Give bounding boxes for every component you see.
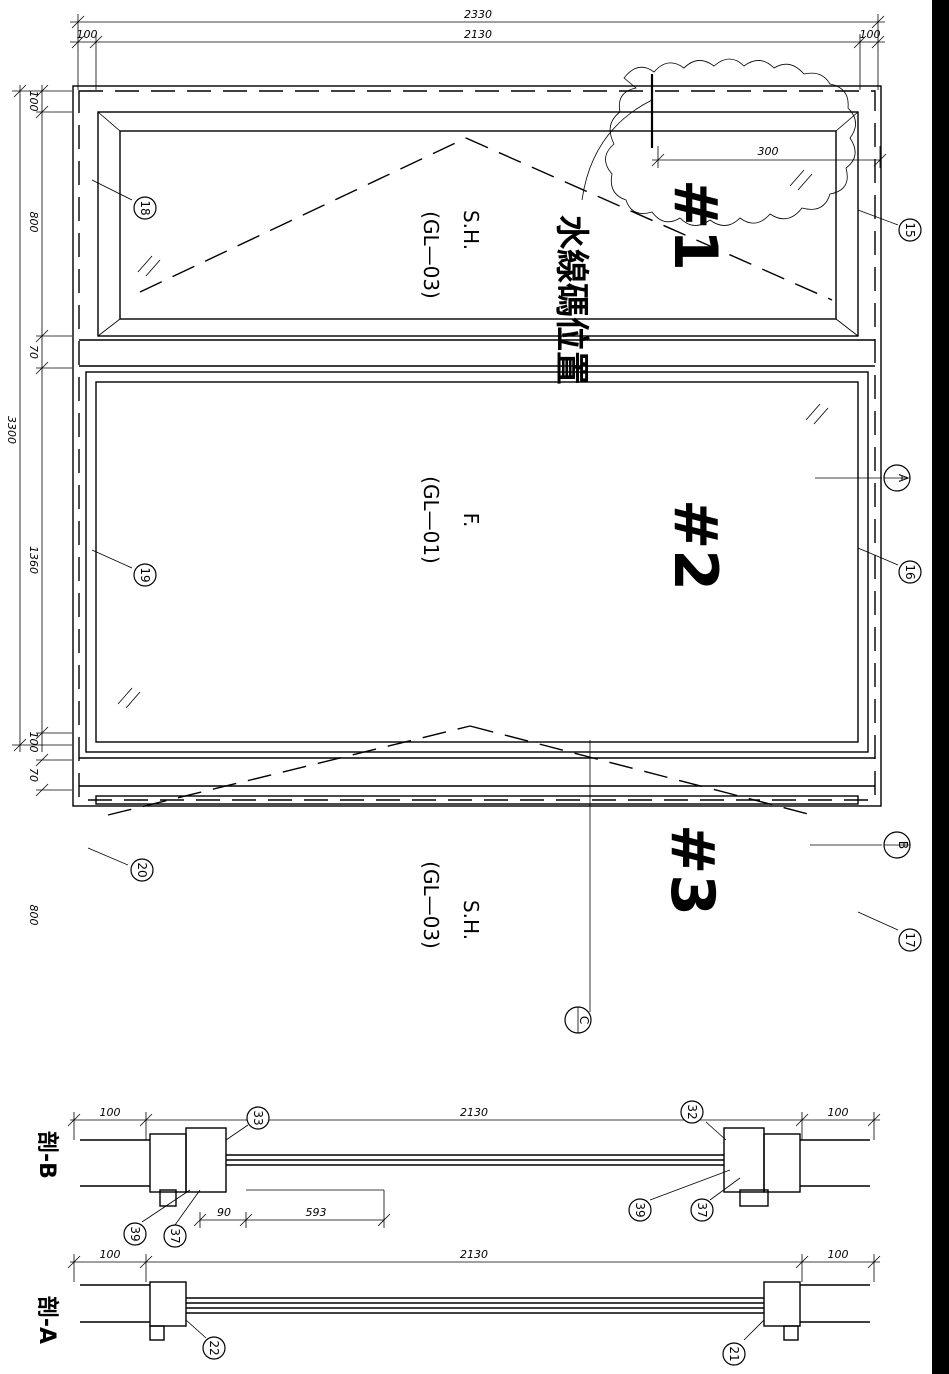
callout-19: 19	[138, 567, 152, 582]
sec-a-inner-width: 2130	[460, 1248, 488, 1261]
top-dimension-chain: 2330 2130 100 100	[70, 8, 885, 90]
dim-mid-panel-height: 1360	[27, 546, 40, 574]
water-stop-note: 水線碼位置	[551, 215, 591, 385]
dim-top-panel-height: 800	[27, 212, 40, 233]
callout-32: 32	[685, 1104, 699, 1119]
dim-overall-height: 3300	[5, 416, 18, 444]
window-frame	[72, 85, 882, 807]
sec-b-left-margin: 100	[100, 1106, 121, 1119]
dim-edge-bottom: 100	[27, 732, 40, 753]
sec-b-inner-width: 2130	[460, 1106, 488, 1119]
dim-right-margin: 100	[860, 28, 881, 41]
panel-1-type: S.H.	[459, 210, 483, 250]
section-marker-a: A	[896, 474, 910, 483]
dim-overall-width: 2330	[464, 8, 492, 21]
panel-3-number: #3	[657, 824, 727, 916]
callout-16-circle	[898, 560, 922, 584]
panel-2-code: (GL—01)	[419, 476, 443, 564]
section-marker-c: C	[577, 1016, 591, 1024]
callout-37-left: 37	[168, 1228, 182, 1243]
callout-20-circle	[130, 858, 154, 882]
dim-edge-top: 100	[27, 91, 40, 112]
callout-39-left: 39	[128, 1226, 142, 1241]
section-b-detail: 剖-B 100 2130 100 90 593	[34, 1100, 881, 1248]
section-a-title: 剖-A	[34, 1296, 60, 1344]
callout-37-right: 37	[695, 1202, 709, 1217]
dim-note-offset: 300	[758, 145, 779, 158]
dim-left-margin: 100	[77, 28, 98, 41]
callout-15-circle	[898, 218, 922, 242]
glass-hatch-marks	[117, 169, 829, 709]
callout-33: 33	[251, 1110, 265, 1125]
callout-22: 22	[207, 1340, 221, 1355]
section-markers: A B C	[564, 464, 911, 1034]
callout-39-right: 39	[633, 1202, 647, 1217]
callout-19-circle	[133, 563, 157, 587]
panel-3-opening-diagonals	[107, 725, 813, 816]
panel-1-code: (GL—03)	[419, 211, 443, 299]
revision-cloud: 300	[581, 58, 887, 226]
panel-3-code: (GL—03)	[419, 861, 443, 949]
callout-17: 17	[903, 932, 917, 947]
panel-3-type: S.H.	[459, 900, 483, 940]
dim-transom-bottom: 70	[27, 768, 40, 782]
page-edge-bar	[932, 0, 949, 1374]
sec-b-length: 593	[306, 1206, 327, 1219]
callout-15: 15	[903, 222, 917, 237]
callout-18-circle	[133, 196, 157, 220]
left-dimension-chain: 3300 800 70 1360 70 800 100 100	[5, 84, 72, 926]
callout-17-circle	[898, 928, 922, 952]
sec-a-left-margin: 100	[100, 1248, 121, 1261]
bottom-panel-frame	[95, 795, 859, 805]
callout-18: 18	[138, 200, 152, 215]
panel-1-opening-diagonals	[139, 137, 833, 301]
sec-b-offset: 90	[217, 1206, 231, 1219]
section-a-detail: 剖-A 100 2130 100 22 21	[34, 1248, 881, 1366]
dim-transom-top: 70	[27, 345, 40, 359]
panel-2-type: F.	[459, 513, 483, 528]
section-marker-b: B	[896, 841, 910, 849]
dim-inner-width: 2130	[464, 28, 492, 41]
panel-1-number: #1	[660, 179, 730, 271]
callout-20: 20	[135, 862, 149, 877]
panel-labels: #1 S.H. (GL—03) #2 F. (GL—01) #3 S.H. (G…	[419, 179, 730, 949]
callout-bubbles: 18 15 19 16 20 17	[87, 179, 922, 952]
sec-b-right-margin: 100	[828, 1106, 849, 1119]
dim-bottom-panel-height: 800	[27, 905, 40, 926]
callout-16: 16	[903, 564, 917, 579]
sec-a-right-margin: 100	[828, 1248, 849, 1261]
section-b-title: 剖-B	[34, 1131, 60, 1179]
callout-21: 21	[727, 1346, 741, 1361]
panel-2-number: #2	[660, 499, 730, 591]
